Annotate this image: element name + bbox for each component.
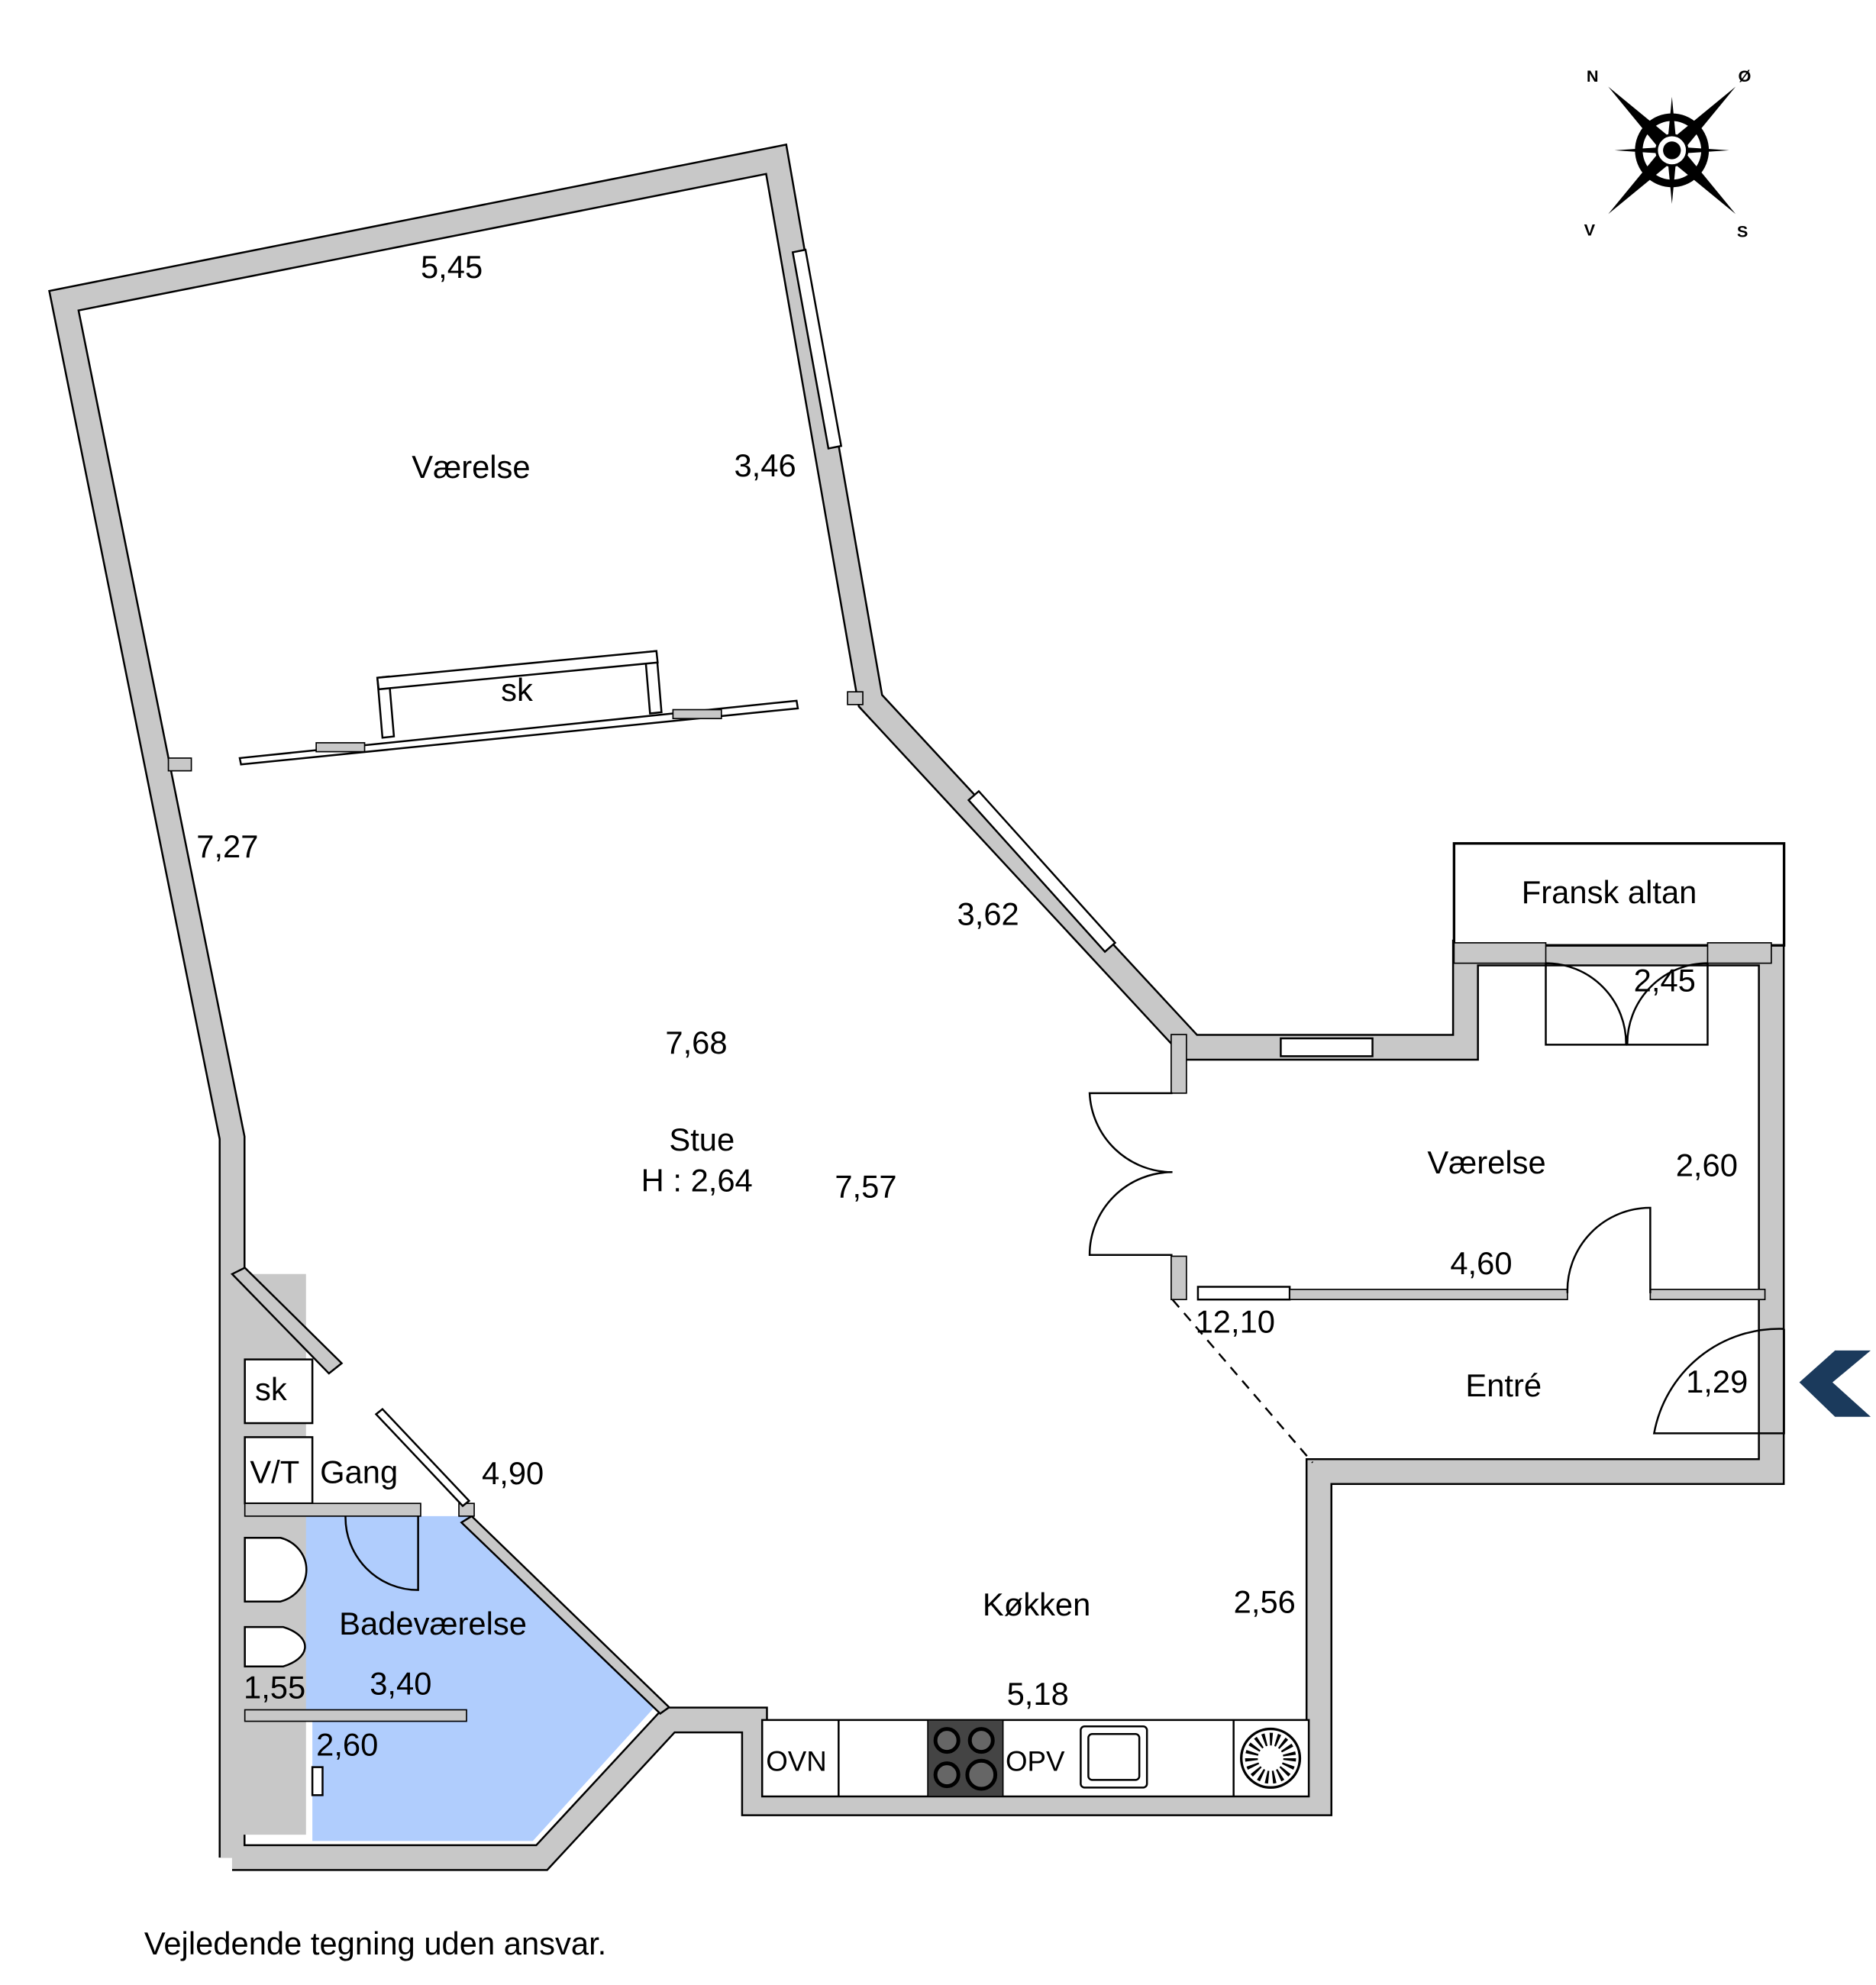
dim-living-d: 7,57 — [835, 1169, 896, 1205]
closet-left-label: sk — [255, 1371, 287, 1407]
windows — [791, 248, 1786, 1301]
dim-right-bedroom-c: 4,60 — [1450, 1245, 1512, 1281]
sink-icon — [244, 1536, 308, 1603]
room-label-kitchen: Køkken — [983, 1586, 1090, 1622]
dim-kitchen-b: 5,18 — [1007, 1676, 1069, 1712]
balcony-label: Fransk altan — [1522, 874, 1697, 910]
dim-kitchen-a: 2,56 — [1234, 1584, 1296, 1620]
dim-living-b: 3,62 — [957, 896, 1019, 932]
doors — [344, 962, 1785, 1591]
room-label-entry: Entré — [1465, 1367, 1542, 1403]
room-label-right-bedroom: Værelse — [1427, 1144, 1545, 1180]
dishwasher-label: OPV — [1006, 1746, 1065, 1777]
living-height: H : 2,64 — [641, 1162, 753, 1198]
bathroom-fixtures — [244, 1536, 324, 1796]
compass-east: Ø — [1739, 66, 1752, 86]
dim-top-bedroom-right: 3,46 — [734, 447, 796, 483]
compass-west: V — [1584, 221, 1596, 240]
room-label-top-bedroom: Værelse — [412, 449, 530, 485]
dim-right-bedroom-b: 2,60 — [1676, 1147, 1738, 1183]
dim-living-a: 7,27 — [196, 828, 258, 864]
room-label-bathroom: Badeværelse — [339, 1606, 527, 1641]
compass-icon — [1608, 86, 1736, 215]
kitchen-counter — [760, 1719, 1310, 1798]
bathroom-floor — [244, 1515, 660, 1841]
dim-living-e: 4,90 — [482, 1455, 544, 1491]
room-label-living: Stue — [669, 1122, 735, 1157]
disclaimer: Vejledende tegning uden ansvar. — [144, 1925, 606, 1961]
vt-label: V/T — [250, 1454, 299, 1490]
oven-label: OVN — [766, 1746, 827, 1777]
compass-south: S — [1737, 221, 1748, 240]
dim-entry: 1,29 — [1686, 1364, 1748, 1399]
dim-living-c: 7,68 — [665, 1025, 727, 1060]
closet-top-label: sk — [501, 672, 533, 708]
toilet-icon — [244, 1625, 306, 1668]
dim-living-f: 12,10 — [1196, 1304, 1275, 1340]
room-label-hall: Gang — [320, 1454, 398, 1490]
entry-arrow-icon — [1799, 1350, 1871, 1417]
dim-bathroom-a: 1,55 — [244, 1670, 305, 1706]
dim-right-bedroom-a: 2,45 — [1634, 962, 1696, 998]
compass-north: N — [1587, 66, 1599, 86]
interior-walls — [167, 650, 1772, 1722]
dim-bathroom-c: 2,60 — [316, 1727, 378, 1763]
dim-top-bedroom-top: 5,45 — [421, 249, 483, 285]
shower-icon — [311, 1766, 324, 1796]
dim-bathroom-b: 3,40 — [370, 1666, 431, 1702]
